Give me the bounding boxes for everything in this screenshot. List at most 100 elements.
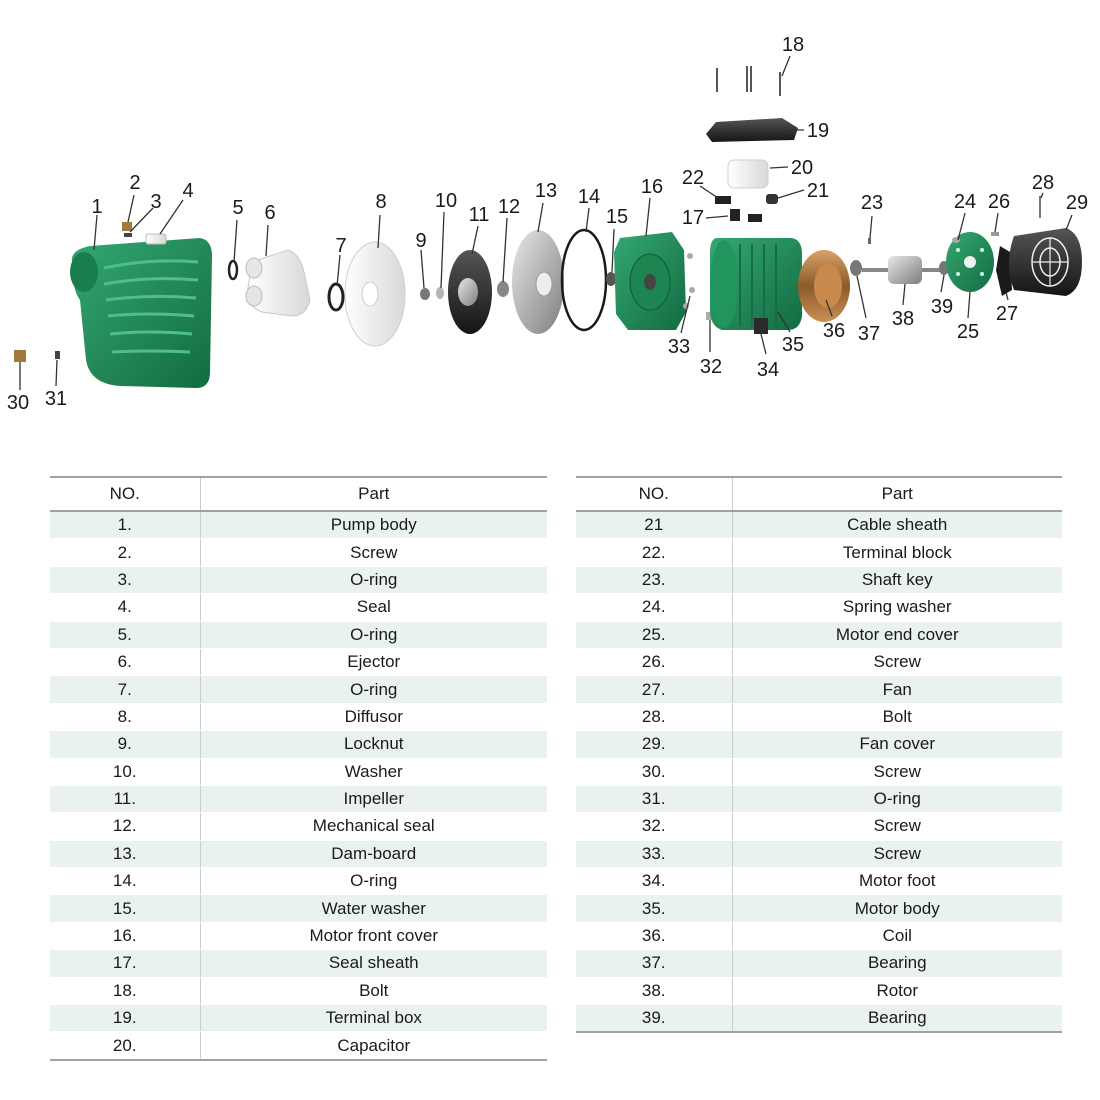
- table-row: 34.Motor foot: [576, 867, 1062, 896]
- part-number-cell: 36.: [576, 922, 733, 951]
- part-number-cell: 16.: [50, 922, 201, 951]
- part-number-cell: 3.: [50, 566, 201, 595]
- part-number-cell: 29.: [576, 730, 733, 759]
- callout-label: 19: [807, 120, 829, 142]
- seal-part: [145, 233, 167, 245]
- part-name-cell: Terminal box: [200, 1004, 547, 1033]
- part-number-cell: 39.: [576, 1004, 733, 1034]
- callout-label: 33: [668, 336, 690, 358]
- part-number-cell: 35.: [576, 894, 733, 923]
- table-row: 20.Capacitor: [50, 1031, 547, 1061]
- part-number-cell: 26.: [576, 648, 733, 677]
- header-part: Part: [732, 476, 1062, 512]
- callout-label: 39: [931, 296, 953, 318]
- table-row: 28.Bolt: [576, 703, 1062, 732]
- part-number-cell: 7.: [50, 675, 201, 704]
- part-number-cell: 28.: [576, 703, 733, 732]
- table-row: 26.Screw: [576, 648, 1062, 677]
- part-name-cell: Spring washer: [732, 593, 1062, 622]
- part-name-cell: O-ring: [200, 566, 547, 595]
- callout-label: 22: [682, 167, 704, 189]
- part-number-cell: 37.: [576, 949, 733, 978]
- part-name-cell: O-ring: [732, 785, 1062, 814]
- part-number-cell: 31.: [576, 785, 733, 814]
- table-row: 18.Bolt: [50, 977, 547, 1006]
- o-ring-large-part: [560, 228, 608, 332]
- callout-labels: 1 2 3 4 5 6 7 8 9 10 11 12 13 14 15 16 1…: [7, 34, 1088, 414]
- callout-label: 36: [823, 320, 845, 342]
- part-number-cell: 23.: [576, 566, 733, 595]
- part-name-cell: Bearing: [732, 1004, 1062, 1034]
- table-row: 11.Impeller: [50, 785, 547, 814]
- capacitor-part: [727, 159, 769, 189]
- table-row: 25.Motor end cover: [576, 621, 1062, 649]
- callout-label: 3: [150, 191, 161, 213]
- part-name-cell: Washer: [200, 758, 547, 786]
- part-name-cell: O-ring: [200, 867, 547, 896]
- table-row: 15.Water washer: [50, 894, 547, 923]
- table-header-row: NO. Part: [50, 476, 547, 512]
- table-row: 27.Fan: [576, 675, 1062, 704]
- callout-label: 38: [892, 308, 914, 330]
- table-row: 32.Screw: [576, 812, 1062, 841]
- part-name-cell: Fan: [732, 675, 1062, 704]
- table-row: 29.Fan cover: [576, 730, 1062, 759]
- part-name-cell: Bearing: [732, 949, 1062, 978]
- callout-label: 1: [91, 196, 102, 218]
- table-row: 23.Shaft key: [576, 566, 1062, 595]
- screw-part: [689, 287, 695, 293]
- callout-label: 17: [682, 207, 704, 229]
- callout-label: 18: [782, 34, 804, 56]
- callout-label: 23: [861, 192, 883, 214]
- part-name-cell: Cable sheath: [732, 511, 1062, 540]
- table-row: 14.O-ring: [50, 867, 547, 896]
- fan-cover-part: [1009, 228, 1082, 296]
- bearing-part: [850, 260, 862, 276]
- callout-label: 34: [757, 359, 779, 381]
- table-header-row: NO. Part: [576, 476, 1062, 512]
- table-row: 9.Locknut: [50, 730, 547, 759]
- part-number-cell: 4.: [50, 593, 201, 622]
- part-name-cell: Mechanical seal: [200, 812, 547, 841]
- table-row: 37.Bearing: [576, 949, 1062, 978]
- table-row: 8.Diffusor: [50, 703, 547, 732]
- callout-label: 26: [988, 191, 1010, 213]
- part-name-cell: Motor end cover: [732, 621, 1062, 649]
- table-row: 13.Dam-board: [50, 840, 547, 869]
- callout-label: 10: [435, 190, 457, 212]
- callout-label: 2: [129, 172, 140, 194]
- bolt-part: [716, 66, 781, 96]
- part-name-cell: Bolt: [200, 977, 547, 1006]
- table-row: 5.O-ring: [50, 621, 547, 649]
- table-row: 24.Spring washer: [576, 593, 1062, 622]
- callout-label: 30: [7, 392, 29, 414]
- part-number-cell: 8.: [50, 703, 201, 732]
- part-name-cell: Fan cover: [732, 730, 1062, 759]
- motor-end-cover-part: [946, 232, 994, 292]
- part-name-cell: Capacitor: [200, 1031, 547, 1061]
- part-name-cell: Screw: [732, 840, 1062, 869]
- screw-part: [706, 312, 714, 320]
- callout-label: 28: [1032, 172, 1054, 194]
- cable-sheath-part: [766, 194, 778, 204]
- callout-label: 21: [807, 180, 829, 202]
- part-name-cell: Diffusor: [200, 703, 547, 732]
- table-row: 6.Ejector: [50, 648, 547, 677]
- shaft-key-part: [868, 238, 871, 244]
- dam-board-part: [512, 230, 564, 334]
- motor-front-cover-part: [614, 232, 686, 330]
- ejector-part: [245, 249, 311, 317]
- callout-label: 20: [791, 157, 813, 179]
- callout-label: 31: [45, 388, 67, 410]
- part-name-cell: Screw: [200, 538, 547, 567]
- terminal-box-part: [706, 118, 798, 142]
- part-name-cell: Seal: [200, 593, 547, 622]
- part-number-cell: 22.: [576, 538, 733, 567]
- callout-label: 14: [578, 186, 600, 208]
- callout-label: 37: [858, 323, 880, 345]
- callout-label: 25: [957, 321, 979, 343]
- part-name-cell: Ejector: [200, 648, 547, 677]
